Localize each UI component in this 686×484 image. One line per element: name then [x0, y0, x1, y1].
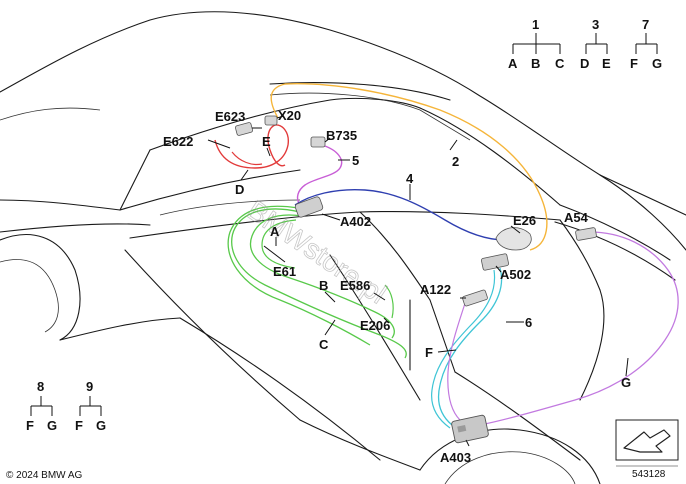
callout-labels: E623 X20 E622 E B735 5 2 D 4 A402 E26 A5…	[163, 108, 631, 465]
group-3-letter-e: E	[602, 56, 611, 71]
group-7-letter-f: F	[630, 56, 638, 71]
group-7-number: 7	[642, 17, 649, 32]
harness-C-green	[231, 208, 407, 359]
copyright-notice: © 2024 BMW AG	[6, 470, 83, 481]
harness-A-red	[214, 124, 290, 169]
label-a403: A403	[440, 450, 471, 465]
group-tree-8: 8 F G	[26, 379, 57, 433]
component-a54	[575, 227, 597, 241]
label-a: A	[270, 224, 280, 239]
label-b735: B735	[326, 128, 357, 143]
group-8-letter-g: G	[47, 418, 57, 433]
label-a122: A122	[420, 282, 451, 297]
harness-G-violet	[479, 231, 679, 426]
car-outline	[0, 11, 686, 484]
label-a502: A502	[500, 267, 531, 282]
component-x20	[264, 115, 278, 126]
label-e623: E623	[215, 109, 245, 124]
label-5: 5	[352, 153, 359, 168]
label-d: D	[235, 182, 244, 197]
group-3-letter-d: D	[580, 56, 589, 71]
label-2: 2	[452, 154, 459, 169]
group-tree-1: 1 A B C	[508, 17, 565, 71]
group-1-number: 1	[532, 17, 539, 32]
group-tree-9: 9 F G	[75, 379, 106, 433]
group-3-number: 3	[592, 17, 599, 32]
group-9-letter-g: G	[96, 418, 106, 433]
group-8-letter-f: F	[26, 418, 34, 433]
harness-5-violet	[296, 144, 343, 206]
label-f: F	[425, 345, 433, 360]
label-g: G	[621, 375, 631, 390]
group-9-number: 9	[86, 379, 93, 394]
components	[235, 115, 597, 444]
harness-2	[270, 83, 548, 251]
group-8-number: 8	[37, 379, 44, 394]
label-a402: A402	[340, 214, 371, 229]
group-7-letter-g: G	[652, 56, 662, 71]
label-4: 4	[406, 171, 414, 186]
label-e586: E586	[340, 278, 370, 293]
label-e206: E206	[360, 318, 390, 333]
group-tree-3: 3 D E	[580, 17, 611, 71]
component-e623	[235, 122, 253, 136]
label-e26: E26	[513, 213, 536, 228]
label-e622: E622	[163, 134, 193, 149]
group-tree-7: 7 F G	[630, 17, 662, 71]
diagram-badge: 543128	[615, 419, 679, 480]
harness-6-cyan	[437, 267, 503, 426]
group-1-letter-c: C	[555, 56, 565, 71]
component-a403	[451, 414, 489, 444]
group-9-letter-f: F	[75, 418, 83, 433]
label-e: E	[262, 134, 271, 149]
label-6: 6	[525, 315, 532, 330]
direction-arrow-icon	[623, 429, 671, 453]
group-1-letter-a: A	[508, 56, 518, 71]
label-x20: X20	[278, 108, 301, 123]
label-c: C	[319, 337, 329, 352]
harness-lines	[214, 83, 679, 429]
group-1-letter-b: B	[531, 56, 540, 71]
harness-4-blue	[294, 188, 506, 241]
label-b: B	[319, 278, 328, 293]
component-e26	[495, 227, 532, 251]
component-b735	[310, 136, 326, 148]
diagram-number: 543128	[632, 469, 666, 480]
leader-lines	[207, 115, 629, 447]
label-e61: E61	[273, 264, 296, 279]
component-a402	[294, 196, 324, 218]
component-a502	[481, 253, 509, 271]
label-a54: A54	[564, 210, 589, 225]
component-a122	[462, 289, 488, 307]
